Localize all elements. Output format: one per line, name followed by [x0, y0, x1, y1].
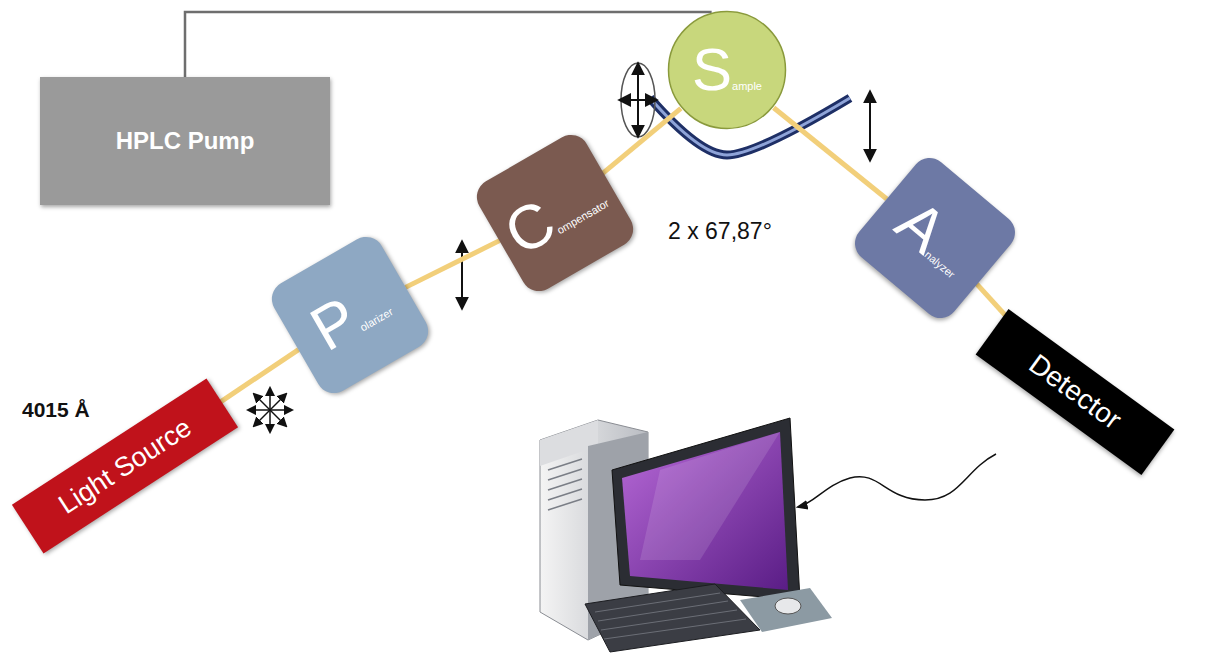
- node-label: Detector: [1024, 350, 1126, 435]
- light-beam: [406, 241, 500, 288]
- light-beam: [774, 108, 887, 199]
- node-label: HPLC Pump: [116, 129, 255, 153]
- compensator-box: Compensator: [470, 128, 639, 297]
- node-label: olarizer: [358, 306, 395, 334]
- node-text-group: Analyzer: [886, 190, 985, 287]
- node-label: ample: [732, 81, 762, 92]
- node-text-group: Polarizer: [301, 269, 399, 361]
- wavelength-label: 4015 Å: [22, 398, 90, 422]
- polarizer-box: Polarizer: [265, 230, 434, 399]
- node-text-group: Sample: [692, 40, 762, 100]
- node-text-group: Compensator: [495, 160, 615, 265]
- node-text-group: Detector: [1024, 350, 1126, 435]
- unpolarized-symbol: [248, 388, 292, 432]
- linear-polarization: [461, 242, 463, 308]
- initial-letter: C: [495, 189, 565, 265]
- detector-box: Detector: [976, 309, 1175, 475]
- computer-icon: [540, 418, 832, 652]
- light-beam: [218, 350, 299, 404]
- initial-letter: P: [301, 287, 368, 361]
- fluid-line: [185, 12, 712, 77]
- pump-box: HPLC Pump: [40, 77, 330, 205]
- sample-circle: Sample: [667, 10, 787, 130]
- node-text-group: Light Source: [54, 413, 196, 518]
- signal-cable: [798, 454, 996, 507]
- analyzer-box: Analyzer: [848, 151, 1023, 326]
- initial-letter: S: [692, 40, 732, 100]
- node-label: Light Source: [54, 413, 196, 518]
- elliptical-polarization: [620, 63, 656, 137]
- node-label: ompensator: [555, 198, 611, 237]
- node-label: nalyzer: [922, 249, 956, 280]
- light-beam: [603, 108, 681, 173]
- reflected-polarization: [869, 92, 871, 160]
- initial-letter: A: [886, 190, 958, 264]
- angle-label: 2 x 67,87°: [668, 218, 772, 245]
- node-text-group: HPLC Pump: [116, 129, 255, 153]
